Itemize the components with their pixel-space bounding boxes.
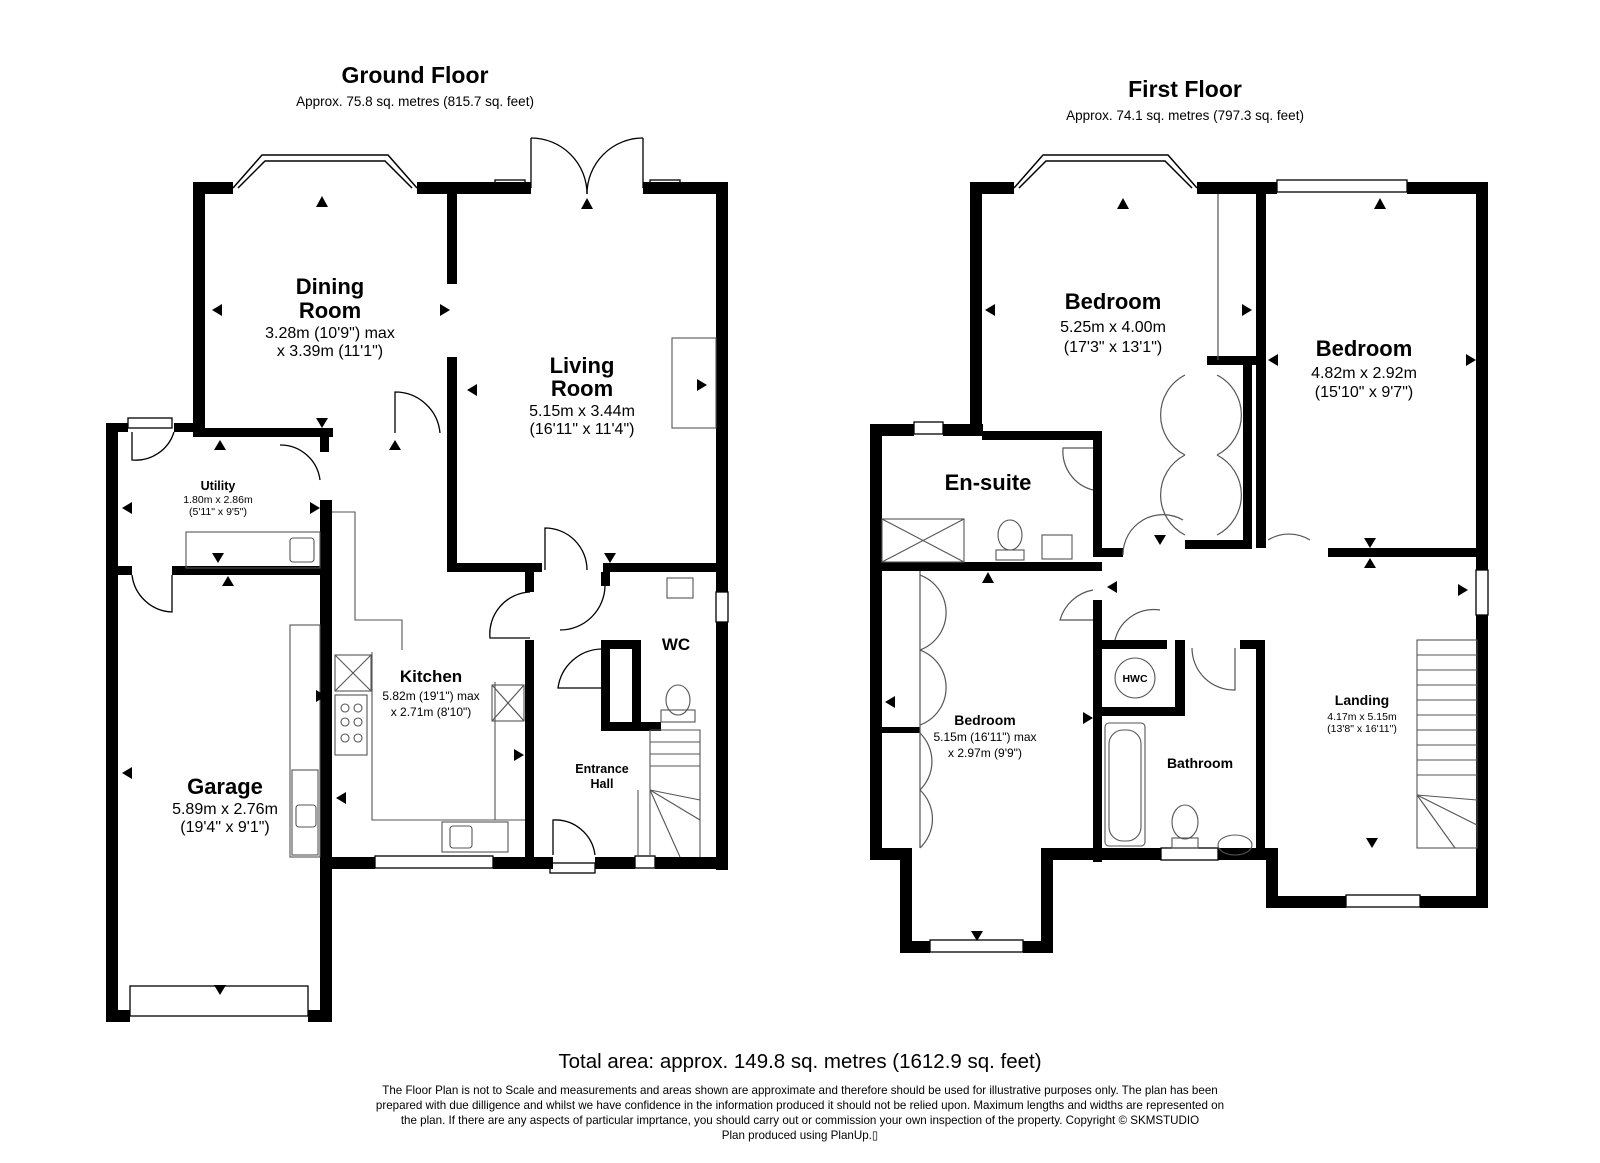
bedroom-bay-window [1013,154,1198,189]
bedroom-1-dim-2: (17'3" x 13'1") [1064,339,1162,356]
disclaimer-line: Plan produced using PlanUp.▯ [721,1129,879,1142]
living-room-dim-2: (16'11" x 11'4") [530,421,635,438]
ground-floor-windows [129,591,729,1017]
utility-dim-2: (5'11" x 9'5") [189,506,247,518]
disclaimer: The Floor Plan is not to Scale and measu… [280,1083,1320,1143]
bedroom-3-dim-1: 5.15m (16'11") max [933,730,1036,744]
living-room-dim-1: 5.15m x 3.44m [529,403,635,420]
dining-room-name-2: Room [299,298,361,323]
kitchen-dim-1: 5.82m (19'1") max [382,689,479,703]
living-room-name-1: Living [550,353,615,378]
first-floor-labels: Bedroom 5.25m x 4.00m (17'3" x 13'1") Be… [933,289,1416,771]
disclaimer-line: prepared with due dilligence and whilst … [375,1099,1225,1112]
first-floor-windows [913,179,1489,953]
first-floor-doors [919,194,1311,849]
entrance-hall-name-1: Entrance [575,762,629,776]
bedroom-2-dim-2: (15'10" x 9'7") [1315,384,1413,401]
utility-dim-1: 1.80m x 2.86m [183,494,253,506]
first-floor-area: Approx. 74.1 sq. metres (797.3 sq. feet) [1066,108,1304,123]
dining-bay-window [232,154,418,189]
disclaimer-line: the plan. If there are any aspects of pa… [400,1114,1200,1127]
bedroom-3-dim-2: x 2.97m (9'9") [948,746,1022,760]
hwc-name: HWC [1122,673,1147,685]
kitchen-units [185,337,717,858]
bedroom-2-name: Bedroom [1316,336,1413,361]
bedroom-2-dim-1: 4.82m x 2.92m [1311,365,1417,382]
ground-floor-title: Ground Floor [342,62,489,88]
entrance-hall-name-2: Hall [591,777,614,791]
ground-floor-doors [127,391,606,874]
first-floor-fixtures [881,518,1478,856]
living-room-name-2: Room [551,376,613,401]
landing-dim-2: (13'8" x 16'11") [1327,723,1397,735]
landing-name: Landing [1335,692,1389,708]
en-suite-name: En-suite [945,470,1032,495]
garage-dim-2: (19'4" x 9'1") [180,819,270,836]
garage-name: Garage [187,774,263,799]
utility-name: Utility [201,479,236,493]
bedroom-1-dim-1: 5.25m x 4.00m [1060,319,1166,336]
ground-floor-arrows [122,196,707,995]
bathroom-name: Bathroom [1167,755,1233,771]
dining-room-dim-1: 3.28m (10'9") max [265,325,395,342]
total-area: Total area: approx. 149.8 sq. metres (16… [558,1050,1042,1073]
kitchen-name: Kitchen [400,667,462,686]
dining-room-name-1: Dining [296,274,364,299]
bedroom-3-name: Bedroom [954,712,1015,728]
kitchen-dim-2: x 2.71m (8'10") [391,705,472,719]
dining-room-dim-2: x 3.39m (11'1") [277,343,383,360]
first-floor-walls [870,182,1488,953]
garage-dim-1: 5.89m x 2.76m [172,801,278,818]
ground-floor-labels: Dining Room 3.28m (10'9") max x 3.39m (1… [172,274,690,836]
disclaimer-line: The Floor Plan is not to Scale and measu… [382,1084,1218,1097]
landing-dim-1: 4.17m x 5.15m [1327,711,1397,723]
bedroom-1-name: Bedroom [1065,289,1162,314]
first-floor-arrows [885,198,1476,941]
french-doors [494,137,681,195]
ground-floor-walls [106,182,728,1022]
ground-floor-area: Approx. 75.8 sq. metres (815.7 sq. feet) [296,94,534,109]
wc-name: WC [662,635,690,654]
first-floor-title: First Floor [1128,76,1242,102]
